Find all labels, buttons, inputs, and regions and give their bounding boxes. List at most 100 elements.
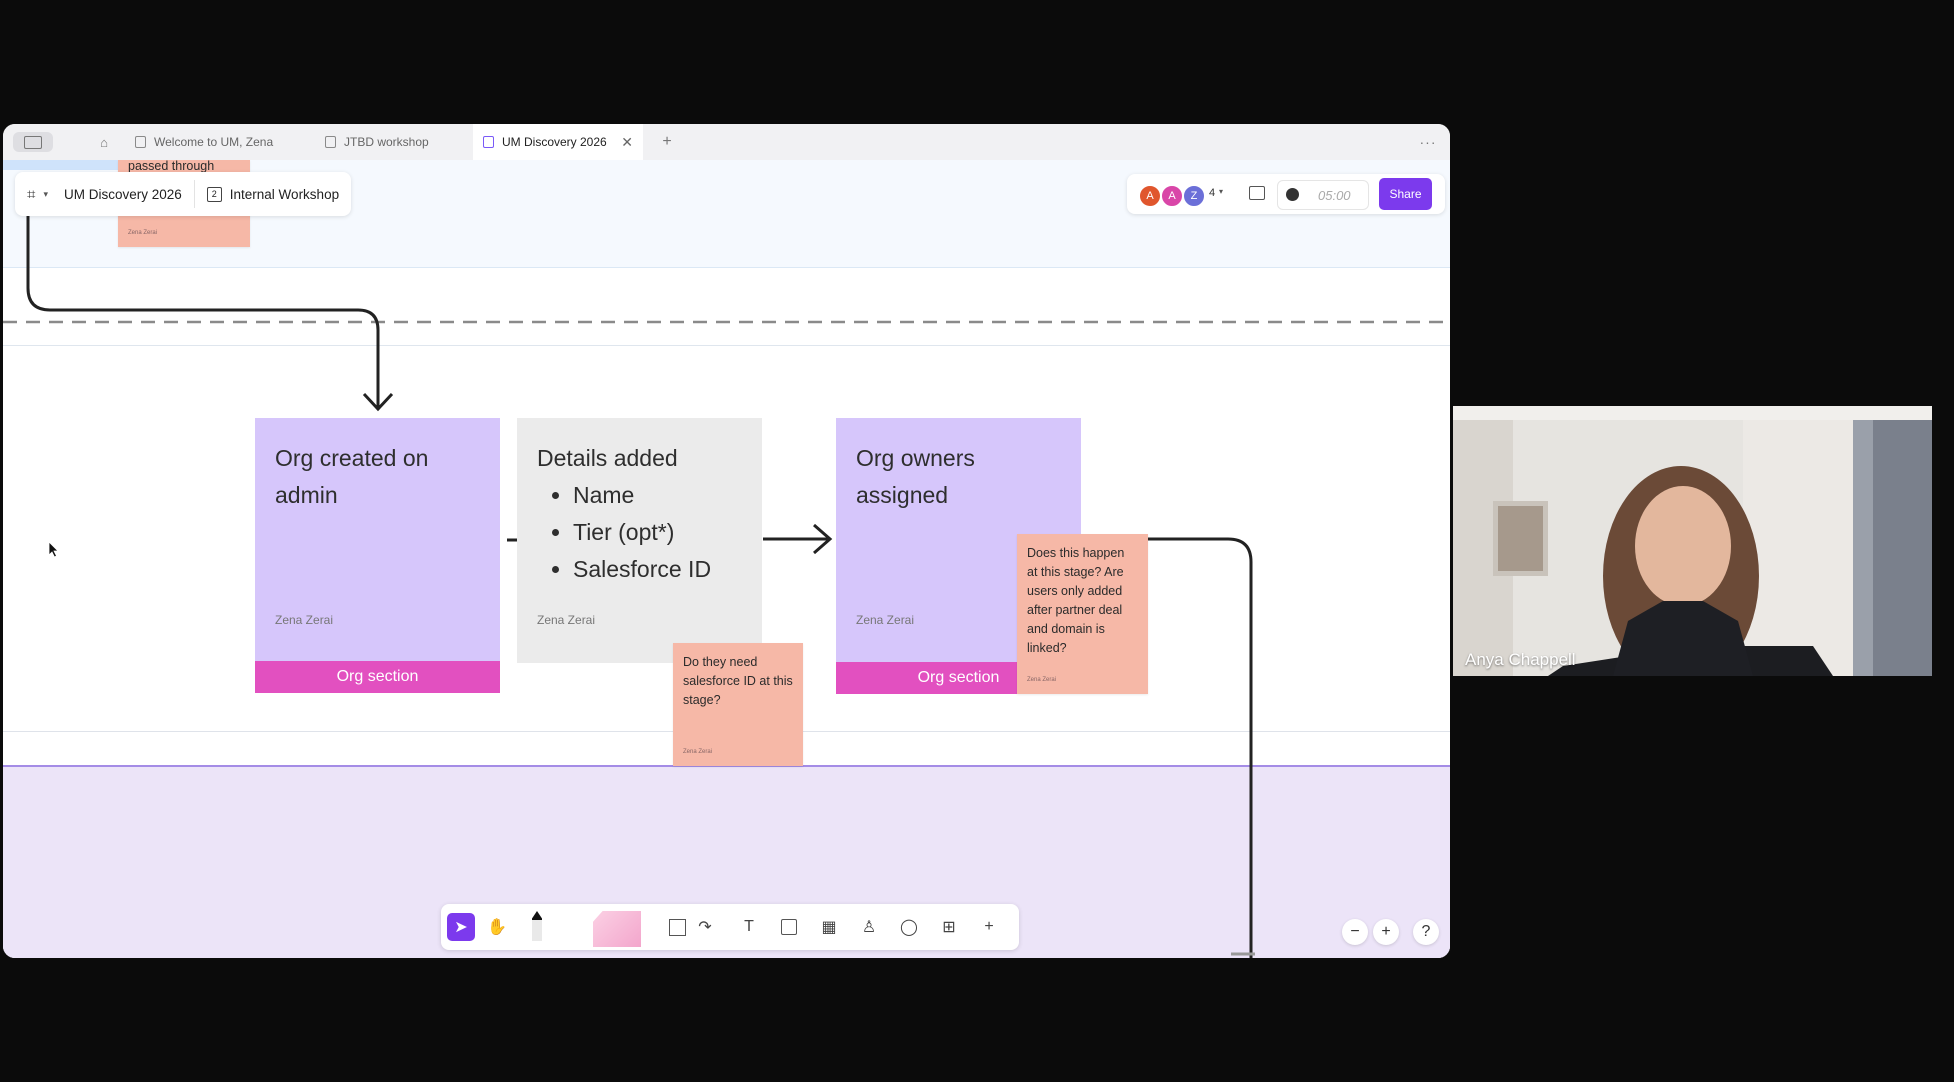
sticky-notes-tool[interactable] [591, 910, 643, 948]
sticky-bullet-list: Name Tier (opt*) Salesforce ID [537, 477, 742, 588]
timer-button[interactable]: 05:00 [1277, 180, 1369, 210]
connectors-layer [3, 215, 1450, 958]
more-tools-button[interactable]: + [975, 913, 1003, 941]
workspace-label: Internal Workshop [229, 186, 340, 202]
bullet-item: Salesforce ID [573, 551, 742, 588]
comment-author: Zena Zerai [683, 749, 713, 755]
participant-name: Anya Chappell [1465, 650, 1576, 669]
connector-tool[interactable]: ↷ [691, 913, 719, 941]
sticky-title: Org created on admin [275, 445, 429, 508]
blue-shape-edge [3, 160, 123, 170]
apps-grid-icon: ⊞ [942, 919, 956, 936]
tab-welcome[interactable]: Welcome to UM, Zena [125, 124, 313, 160]
comment-author: Zena Zerai [1027, 677, 1057, 683]
plus-icon: + [984, 918, 994, 935]
arrow-connector[interactable] [26, 215, 380, 408]
sticky-author: Zena Zerai [856, 613, 915, 627]
chevron-down-icon: ▾ [1219, 187, 1224, 196]
circle-arrow-icon: ↷ [698, 919, 712, 936]
sidebar-icon [24, 135, 42, 149]
close-icon[interactable]: ✕ [621, 133, 633, 150]
apps-tool[interactable]: ⊞ [935, 913, 963, 941]
section-tag[interactable]: Org section [255, 661, 500, 693]
chevron-down-icon: ▾ [43, 188, 48, 199]
help-button[interactable]: ? [1413, 919, 1439, 945]
shapes-tool[interactable] [663, 913, 691, 941]
sticky-author: Zena Zerai [128, 230, 158, 236]
sidebar-toggle-button[interactable] [13, 132, 53, 152]
frame-tool[interactable] [775, 913, 803, 941]
bullet-item: Tier (opt*) [573, 514, 742, 551]
sticky-stack-icon [593, 911, 641, 947]
frame-icon [781, 919, 797, 935]
participant-video-feed [1453, 406, 1932, 676]
sticky-org-created[interactable]: Org created on admin Zena Zerai [255, 418, 500, 663]
comment-tool[interactable]: ◯ [895, 913, 923, 941]
table-icon: ▦ [821, 919, 837, 936]
home-icon: ⌂ [100, 134, 108, 150]
sticky-details-added[interactable]: Details added Name Tier (opt*) Salesforc… [517, 418, 762, 663]
comment-text: Does this happen at this stage? Are user… [1027, 546, 1125, 655]
timer-value: 05:00 [1318, 188, 1351, 203]
sticky-title: Org owners assigned [856, 445, 975, 508]
cursor-arrow-icon: ➤ [454, 919, 468, 936]
zoom-out-button[interactable]: − [1342, 919, 1368, 945]
document-icon [325, 136, 336, 148]
document-icon [135, 136, 146, 148]
text-tool[interactable]: T [735, 913, 763, 941]
tab-label: JTBD workshop [344, 135, 429, 149]
more-options-button[interactable]: ··· [1419, 134, 1437, 150]
avatar[interactable]: Z [1183, 185, 1205, 207]
calendar-icon: 2 [206, 186, 222, 202]
square-icon [668, 918, 686, 936]
share-button[interactable]: Share [1379, 178, 1432, 210]
avatar[interactable]: A [1161, 185, 1183, 207]
bullet-item: Name [573, 477, 742, 514]
video-tile[interactable]: Anya Chappell [1453, 406, 1932, 676]
tab-jtbd[interactable]: JTBD workshop [315, 124, 471, 160]
tab-um-discovery[interactable]: UM Discovery 2026 ✕ [473, 124, 643, 160]
sticky-author: Zena Zerai [537, 613, 596, 627]
document-icon [483, 136, 494, 148]
mouse-pointer-icon [48, 541, 59, 558]
comment-note[interactable]: Does this happen at this stage? Are user… [1017, 534, 1148, 694]
board-menu-button[interactable]: ⌗ ▾ UM Discovery 2026 [15, 172, 194, 216]
sticky-title: Details added [537, 445, 678, 471]
whiteboard-app-window: ⌂ Welcome to UM, Zena JTBD workshop UM D… [3, 124, 1450, 958]
text-icon: T [744, 918, 754, 935]
board-header: ⌗ ▾ UM Discovery 2026 2 Internal Worksho… [15, 172, 352, 216]
select-tool[interactable]: ➤ [447, 913, 475, 941]
hand-tool[interactable]: ✋ [483, 913, 511, 941]
tab-bar: ⌂ Welcome to UM, Zena JTBD workshop UM D… [3, 124, 1450, 161]
collaborator-count[interactable]: 4 [1209, 187, 1216, 199]
tab-label: Welcome to UM, Zena [154, 135, 274, 149]
arrow-head [813, 523, 833, 555]
board-title: UM Discovery 2026 [63, 186, 182, 202]
tool-bar: ➤ ✋ ↷ T ▦ ♙ ◯ ⊞ + [441, 904, 1019, 950]
workspace-button[interactable]: 2 Internal Workshop [195, 172, 351, 216]
logo-icon: ⌗ [27, 185, 36, 203]
table-tool[interactable]: ▦ [815, 913, 843, 941]
timer-icon [1286, 188, 1299, 201]
divider [193, 180, 195, 208]
comment-text: Do they need salesforce ID at this stage… [683, 655, 793, 707]
stamp-tool[interactable]: ♙ [855, 913, 883, 941]
home-button[interactable]: ⌂ [91, 132, 117, 152]
comment-note[interactable]: Do they need salesforce ID at this stage… [673, 643, 803, 766]
arrow-head [362, 392, 394, 412]
speech-bubble-icon: ◯ [900, 919, 918, 936]
new-tab-button[interactable]: + [662, 133, 672, 150]
zoom-in-button[interactable]: + [1373, 919, 1399, 945]
pen-tool[interactable] [523, 908, 551, 944]
avatar[interactable]: A [1139, 185, 1161, 207]
pen-icon [532, 911, 542, 941]
sticky-author: Zena Zerai [275, 613, 334, 627]
hand-icon: ✋ [487, 919, 507, 936]
sticky-text: passed through [128, 160, 215, 173]
arrow-connector[interactable] [1089, 537, 1253, 958]
board-canvas[interactable]: passed through Zena Zerai Org created on… [3, 160, 1450, 958]
layout-icon[interactable] [1249, 186, 1265, 200]
swimlane-divider [3, 345, 1450, 346]
stamp-icon: ♙ [861, 919, 877, 936]
tab-label: UM Discovery 2026 [502, 135, 607, 149]
